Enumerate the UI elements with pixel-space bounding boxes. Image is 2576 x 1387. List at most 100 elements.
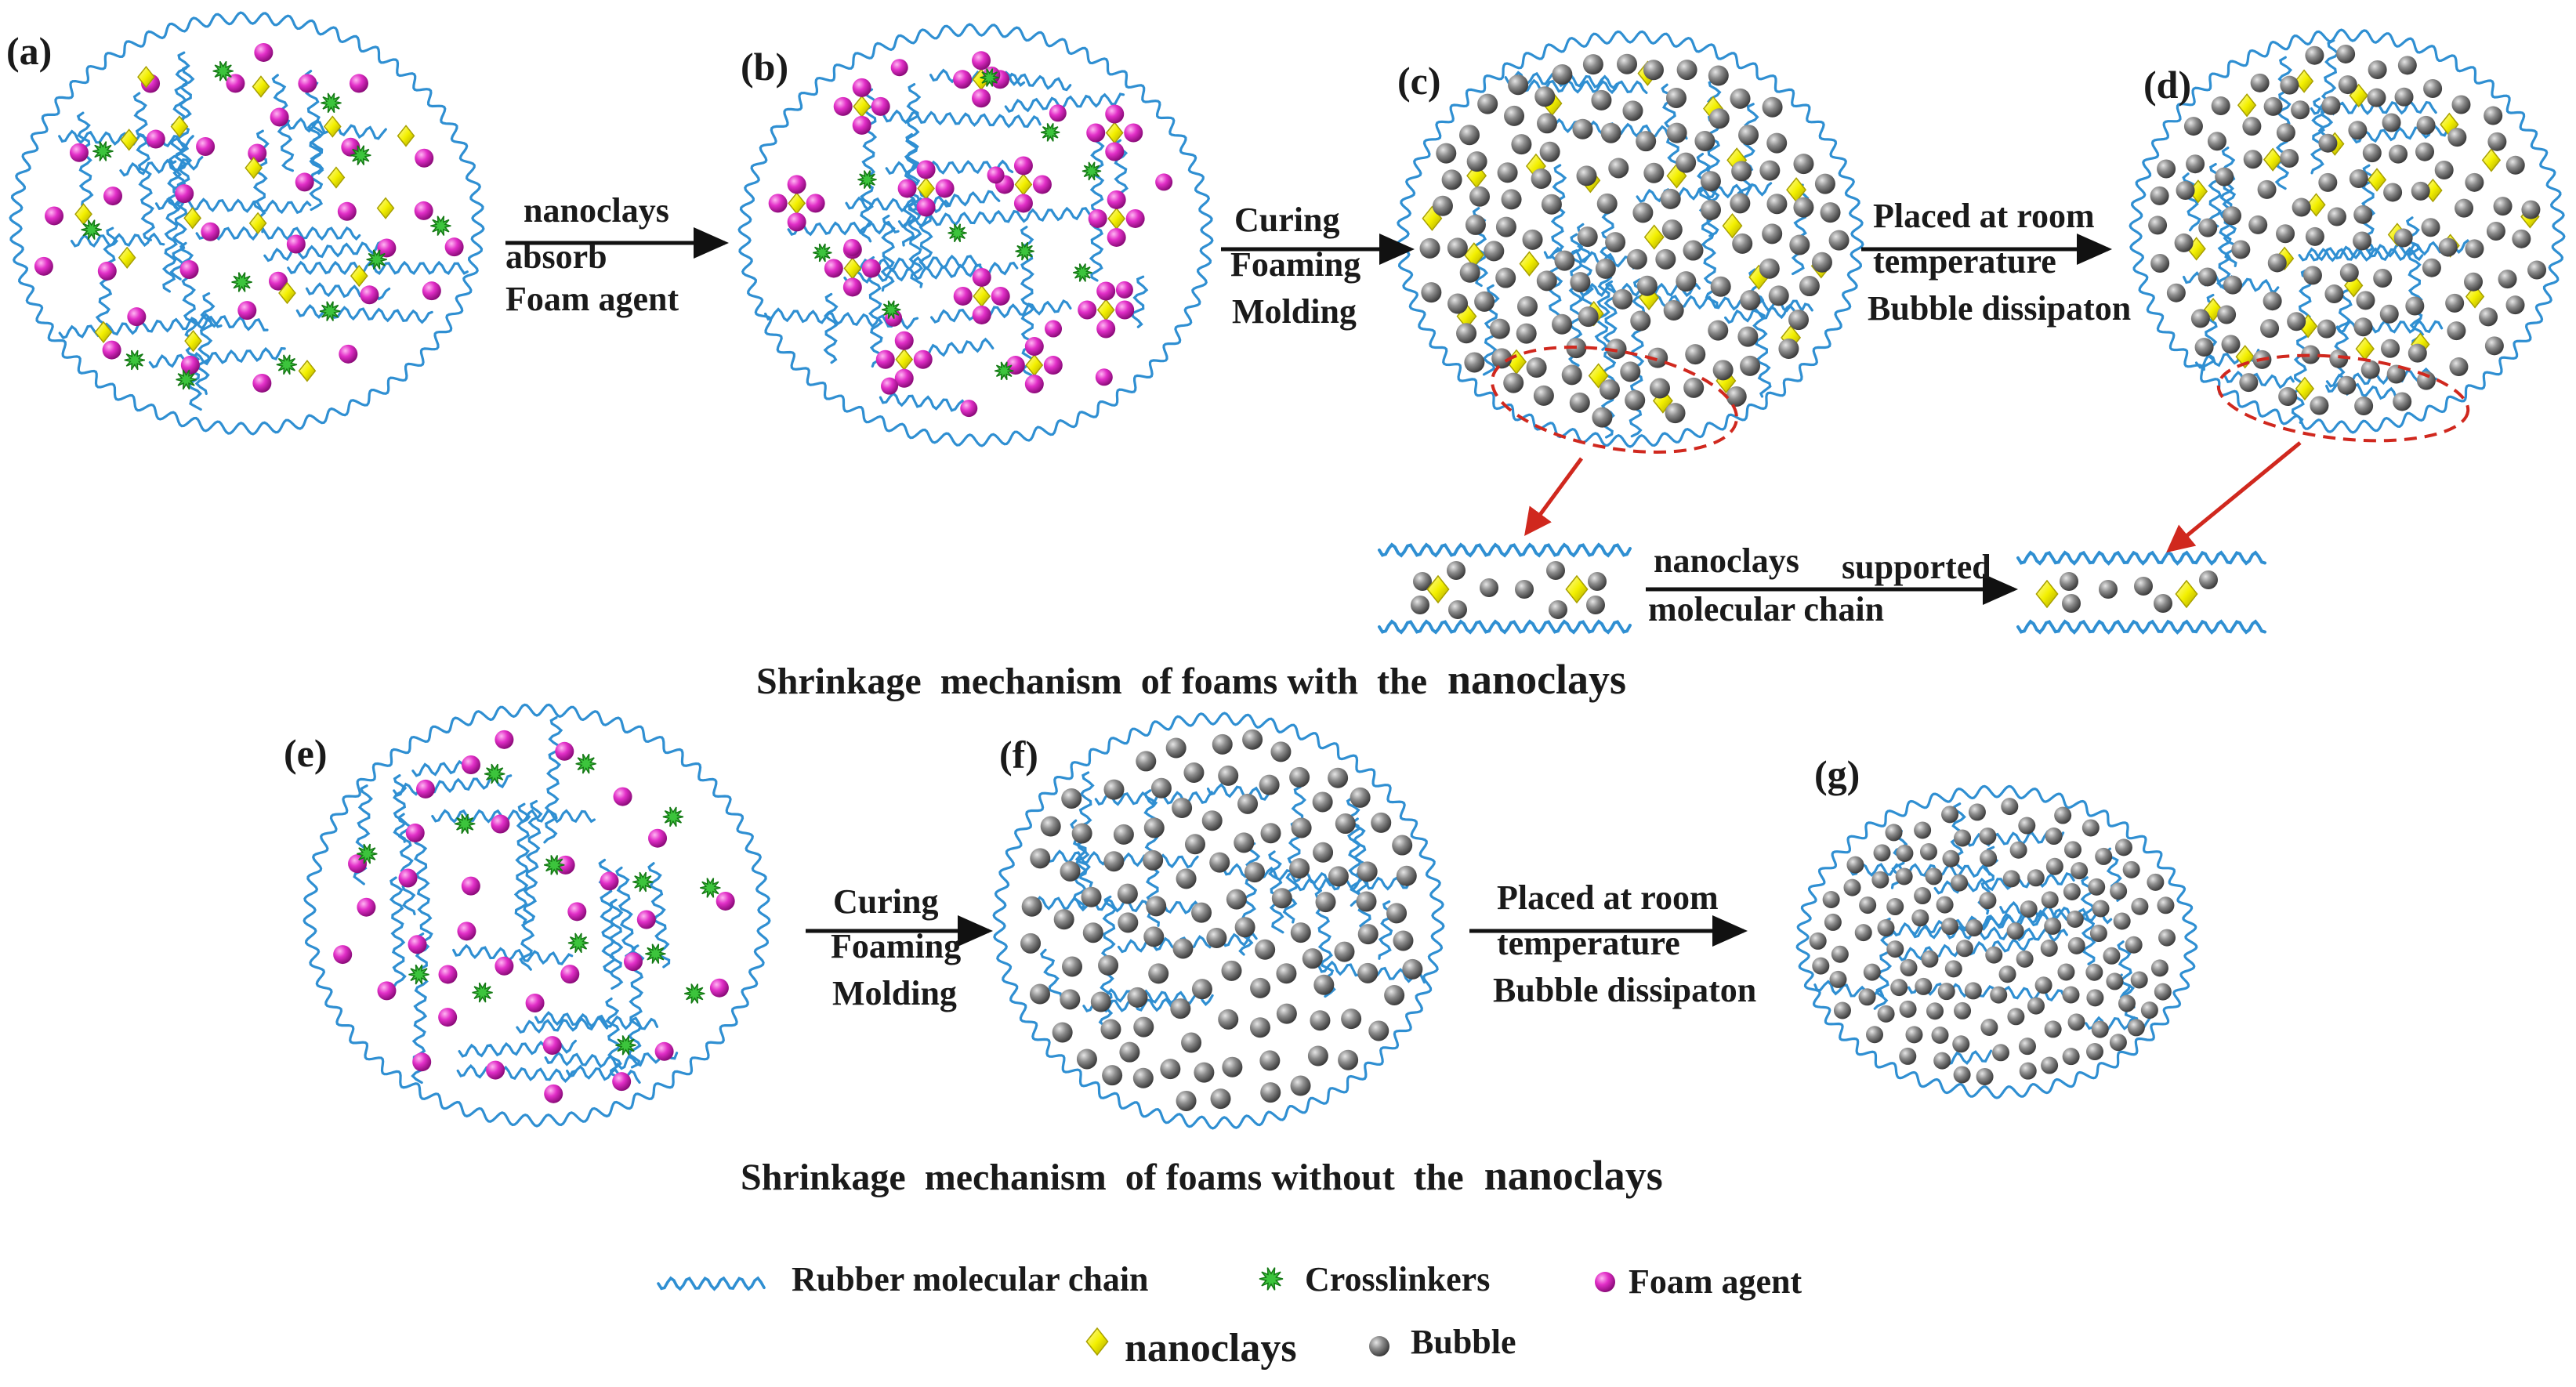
bubble-sphere	[1966, 919, 1984, 937]
bubble-sphere	[1411, 596, 1429, 614]
bubble-sphere	[2018, 817, 2036, 835]
bubble-sphere	[1020, 933, 1042, 954]
bubble-sphere	[1708, 320, 1729, 341]
foam-agent-sphere	[1024, 337, 1044, 357]
bubble-sphere	[1676, 60, 1697, 81]
foam-agent-sphere	[175, 184, 194, 204]
network-chain	[452, 943, 574, 965]
foam-agent-sphere	[806, 194, 825, 213]
bubble-sphere	[1622, 100, 1643, 121]
bubble-sphere	[1536, 270, 1557, 292]
bubble-sphere	[2367, 88, 2386, 107]
nanoclay-diamond	[245, 156, 263, 179]
step-support-line2: molecular chain	[1648, 590, 1884, 628]
bubble-sphere	[1537, 113, 1558, 134]
bubble-sphere	[1768, 285, 1789, 306]
bubble-sphere	[1843, 878, 1861, 896]
foam-agent-sphere	[890, 59, 908, 77]
bubble-sphere	[2158, 929, 2176, 947]
bubble-sphere	[2134, 577, 2153, 596]
nanoclay-diamond	[94, 320, 113, 344]
bubble-sphere	[1290, 922, 1311, 943]
network-outline	[737, 23, 1214, 447]
bubble-sphere	[2027, 997, 2045, 1015]
bubble-sphere	[1676, 271, 1697, 292]
network-chain	[880, 214, 896, 292]
nanoclay-diamond	[2355, 336, 2375, 361]
foam-agent-sphere	[196, 136, 216, 156]
bubble-sphere	[1271, 888, 1292, 909]
bubble-sphere	[2447, 321, 2466, 341]
foam-agent-sphere	[414, 201, 433, 220]
bubble-sphere	[1661, 219, 1683, 241]
bubble-sphere	[1061, 788, 1082, 809]
foam-agent-sphere	[960, 400, 978, 418]
bubble-sphere	[1464, 352, 1485, 373]
caption-without-emphasis: nanoclays	[1484, 1152, 1663, 1199]
bubble-sphere	[1643, 162, 1665, 183]
bubble-sphere	[2062, 594, 2081, 613]
foam-agent-sphere	[544, 1084, 563, 1103]
caption-with-nanoclays: Shrinkage mechanism of foams with the na…	[756, 656, 1626, 703]
legend-label-foam-agent: Foam agent	[1629, 1262, 1802, 1301]
step-cd-line1: Placed at room	[1873, 197, 2095, 235]
bubble-sphere	[2223, 206, 2242, 226]
bubble-sphere	[1655, 248, 1676, 270]
crosslinker-star	[947, 223, 967, 243]
network-chain	[154, 197, 312, 215]
nanoclay-diamond	[278, 281, 296, 305]
bubble-sphere	[2486, 221, 2505, 241]
foam-agent-sphere	[654, 1041, 674, 1061]
network-chain	[1026, 896, 1200, 914]
nanoclay-diamond	[2367, 168, 2387, 192]
bubble-sphere	[2199, 570, 2218, 589]
bubble-sphere	[1533, 385, 1554, 406]
bubble-sphere	[2041, 891, 2059, 909]
network-chain	[389, 876, 407, 987]
bubble-sphere	[1504, 105, 1525, 126]
bubble-sphere	[1053, 909, 1074, 930]
foam-agent-sphere	[180, 355, 200, 375]
panel-d-scene	[2129, 28, 2566, 434]
bubble-sphere	[2114, 838, 2132, 856]
foam-agent-sphere	[787, 212, 806, 232]
bubble-sphere	[1561, 364, 1582, 386]
foam-agent-sphere	[555, 741, 574, 761]
foam-agent-sphere	[871, 96, 890, 116]
bubble-sphere	[1606, 339, 1627, 360]
bubble-sphere	[2092, 900, 2110, 918]
bubble-sphere	[2089, 925, 2107, 943]
bubble-sphere	[2044, 1020, 2062, 1038]
bubble-sphere	[2338, 75, 2357, 95]
zoom-chain-top	[1378, 542, 1632, 558]
bubble-sphere	[1511, 134, 1532, 155]
bubble-sphere	[2060, 572, 2078, 591]
bubble-sphere	[2088, 878, 2106, 896]
bubble-sphere	[2527, 260, 2547, 280]
foam-agent-sphere	[1095, 368, 1113, 386]
bubble-sphere	[1700, 171, 1721, 192]
bubble-sphere	[1402, 958, 1423, 980]
bubble-sphere	[1873, 844, 1891, 862]
zoom-chain-bottom	[1378, 619, 1632, 635]
bubble-sphere	[1474, 291, 1495, 312]
network-chain	[194, 292, 216, 396]
nanoclay-diamond	[895, 348, 914, 371]
step-ab-line2: absorb	[505, 237, 607, 276]
bubble-sphere	[1578, 306, 1599, 328]
caption-without-nanoclays: Shrinkage mechanism of foams without the…	[741, 1152, 1663, 1199]
bubble-sphere	[1165, 737, 1187, 759]
bubble-sphere	[1132, 1067, 1154, 1088]
bubble-sphere	[2484, 106, 2503, 125]
network-chain	[132, 92, 155, 241]
nanoclay-diamond	[1014, 173, 1033, 196]
legend-chain-icon	[657, 1276, 766, 1291]
nanoclay-diamond	[170, 115, 189, 138]
foam-agent-sphere	[298, 74, 317, 93]
bubble-sphere	[1925, 867, 1943, 885]
bubble-sphere	[2016, 950, 2034, 968]
bubble-sphere	[1737, 326, 1759, 347]
bubble-sphere	[2183, 117, 2203, 136]
bubble-sphere	[2067, 1013, 2085, 1031]
